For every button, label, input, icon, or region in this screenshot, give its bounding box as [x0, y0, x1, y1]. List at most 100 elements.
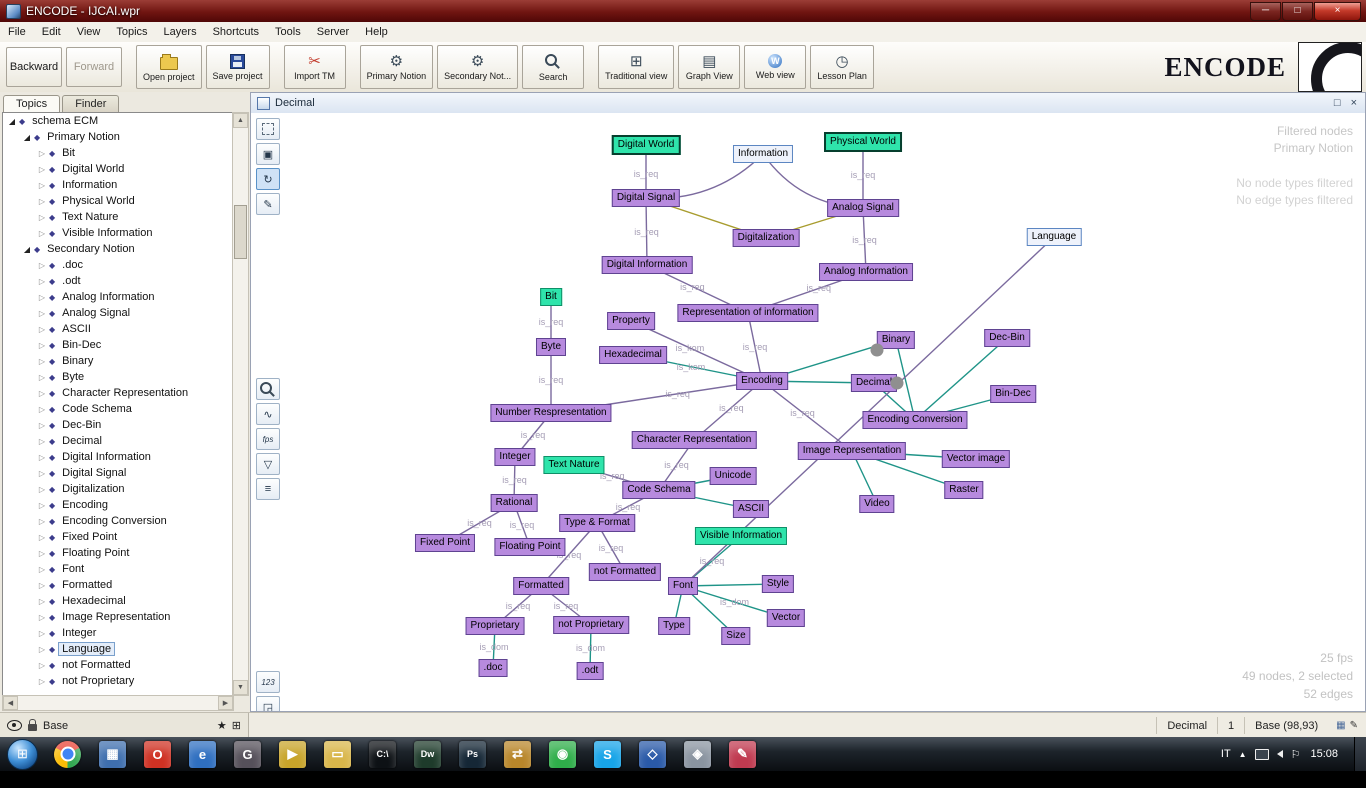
expand-arrow-icon[interactable]: ▷ [38, 564, 46, 574]
taskbar-media-app-icon[interactable]: ▶ [279, 740, 306, 768]
graph-node-character-representation[interactable]: Character Representation [631, 431, 757, 449]
graph-node-analog-information[interactable]: Analog Information [819, 263, 913, 281]
taskbar-screenshot-tool-icon[interactable]: ✎ [729, 740, 756, 768]
tree-item-ascii[interactable]: ▷◆ASCII [3, 321, 233, 337]
graph-node-physical-world[interactable]: Physical World [824, 132, 902, 152]
graph-node-hexadecimal[interactable]: Hexadecimal [599, 346, 667, 364]
tab-topics[interactable]: Topics [3, 95, 61, 112]
edge-curve-button[interactable]: ∿ [256, 403, 280, 425]
graph-node-property[interactable]: Property [607, 312, 655, 330]
layer-star-icon[interactable]: ★ [216, 720, 227, 732]
scroll-left-arrow[interactable]: ◀ [3, 696, 18, 710]
scroll-down-arrow[interactable]: ▼ [233, 680, 248, 695]
graph-node-bin-dec[interactable]: Bin-Dec [990, 385, 1036, 403]
tree-item-odt[interactable]: ▷◆.odt [3, 273, 233, 289]
open-project-button[interactable]: Open project [136, 45, 202, 89]
tree-item-fixed-point[interactable]: ▷◆Fixed Point [3, 529, 233, 545]
taskbar-file-transfer-icon[interactable]: ⇄ [504, 740, 531, 768]
network-icon[interactable] [1254, 748, 1269, 760]
collapse-arrow-icon[interactable]: ◢ [23, 132, 31, 142]
tree-item-image-representation[interactable]: ▷◆Image Representation [3, 609, 233, 625]
grid-icon[interactable]: ▦ [1336, 720, 1346, 731]
expand-arrow-icon[interactable]: ▷ [38, 548, 46, 558]
menu-tools[interactable]: Tools [275, 26, 301, 38]
graph-node-proprietary[interactable]: Proprietary [465, 617, 525, 635]
minimize-button[interactable]: ─ [1250, 1, 1281, 21]
collapse-arrow-icon[interactable]: ◢ [8, 116, 16, 126]
tree-item-not-proprietary[interactable]: ▷◆not Proprietary [3, 673, 233, 689]
scroll-thumb[interactable] [234, 205, 247, 259]
graph-node-code-schema[interactable]: Code Schema [622, 481, 696, 499]
tree-item-decimal[interactable]: ▷◆Decimal [3, 433, 233, 449]
scroll-right-arrow[interactable]: ▶ [218, 696, 233, 710]
expand-arrow-icon[interactable]: ▷ [38, 164, 46, 174]
tree-item-doc[interactable]: ▷◆.doc [3, 257, 233, 273]
selection-handle-1[interactable] [870, 343, 884, 357]
rotate-pin-button[interactable]: ↻ [256, 168, 280, 190]
action-center-flag-icon[interactable]: ⚐ [1290, 748, 1301, 761]
expand-arrow-icon[interactable]: ▷ [38, 228, 46, 238]
taskbar-chrome-icon[interactable] [54, 740, 81, 768]
volume-icon[interactable] [1276, 750, 1283, 758]
taskbar-photoshop-icon[interactable]: Ps [459, 740, 486, 768]
traditional-view-button[interactable]: ⊞Traditional view [598, 45, 675, 89]
graph-node-image-representation[interactable]: Image Representation [797, 442, 907, 460]
tree-item-code-schema[interactable]: ▷◆Code Schema [3, 401, 233, 417]
lesson-plan-button[interactable]: ◷Lesson Plan [810, 45, 874, 89]
expand-arrow-icon[interactable]: ▷ [38, 436, 46, 446]
layer-lock-icon[interactable] [28, 718, 37, 731]
expand-arrow-icon[interactable]: ▷ [38, 196, 46, 206]
tree-item-schema-ecm[interactable]: ◢◆schema ECM [3, 113, 233, 129]
expand-arrow-icon[interactable]: ▷ [38, 420, 46, 430]
menu-view[interactable]: View [76, 26, 101, 38]
tree-horizontal-scrollbar[interactable]: ◀ ▶ [2, 695, 234, 711]
scroll-up-arrow[interactable]: ▲ [233, 113, 248, 128]
tree-item-analog-signal[interactable]: ▷◆Analog Signal [3, 305, 233, 321]
graph-node-dec-bin[interactable]: Dec-Bin [984, 329, 1030, 347]
graph-node-digitalization[interactable]: Digitalization [732, 229, 800, 247]
graph-node-byte[interactable]: Byte [535, 338, 567, 356]
layer-visibility-eye-icon[interactable] [7, 720, 22, 731]
graph-node-encoding-conversion[interactable]: Encoding Conversion [862, 411, 968, 429]
graph-node-style[interactable]: Style [761, 575, 795, 593]
graph-node-rational[interactable]: Rational [490, 494, 538, 512]
tree-item-information[interactable]: ▷◆Information [3, 177, 233, 193]
language-indicator[interactable]: IT [1220, 748, 1231, 760]
fps-toggle-button[interactable]: fps [256, 428, 280, 450]
graph-node-bit[interactable]: Bit [540, 288, 562, 306]
tree-item-physical-world[interactable]: ▷◆Physical World [3, 193, 233, 209]
graph-node-font[interactable]: Font [667, 577, 699, 595]
tree-item-digital-information[interactable]: ▷◆Digital Information [3, 449, 233, 465]
save-project-button[interactable]: Save project [205, 45, 270, 89]
backward-button[interactable]: Backward [6, 47, 62, 87]
graph-node-digital-world[interactable]: Digital World [611, 135, 681, 155]
close-button[interactable]: × [1314, 1, 1361, 21]
graph-node-vector-image[interactable]: Vector image [941, 450, 1011, 468]
panel-close-button[interactable]: × [1350, 97, 1357, 109]
expand-arrow-icon[interactable]: ▷ [38, 148, 46, 158]
tree-item-encoding[interactable]: ▷◆Encoding [3, 497, 233, 513]
clock[interactable]: 15:08 [1310, 748, 1338, 760]
expand-arrow-icon[interactable]: ▷ [38, 484, 46, 494]
expand-arrow-icon[interactable]: ▷ [38, 292, 46, 302]
expand-arrow-icon[interactable]: ▷ [38, 404, 46, 414]
graph-node-visible-information[interactable]: Visible Information [694, 527, 788, 545]
primary-notion-button[interactable]: ⚙Primary Notion [359, 45, 434, 89]
tree-item-analog-information[interactable]: ▷◆Analog Information [3, 289, 233, 305]
tree-item-hexadecimal[interactable]: ▷◆Hexadecimal [3, 593, 233, 609]
fit-view-button[interactable]: ▣ [256, 143, 280, 165]
taskbar-compass-app-icon[interactable]: ◈ [684, 740, 711, 768]
tree-item-language[interactable]: ▷◆Language [3, 641, 233, 657]
tree-vertical-scrollbar[interactable]: ▲ ▼ [232, 112, 249, 696]
tree-item-font[interactable]: ▷◆Font [3, 561, 233, 577]
tree-item-primary-notion[interactable]: ◢◆Primary Notion [3, 129, 233, 145]
graph-node-fixed-point[interactable]: Fixed Point [414, 534, 476, 552]
tree-item-floating-point[interactable]: ▷◆Floating Point [3, 545, 233, 561]
tree-item-digital-world[interactable]: ▷◆Digital World [3, 161, 233, 177]
graph-node-size[interactable]: Size [721, 627, 751, 645]
selection-handle-2[interactable] [890, 376, 904, 390]
taskbar-opera-icon[interactable]: O [144, 740, 171, 768]
graph-node-type-format[interactable]: Type & Format [559, 514, 635, 532]
filter-tool-button[interactable]: ▽ [256, 453, 280, 475]
